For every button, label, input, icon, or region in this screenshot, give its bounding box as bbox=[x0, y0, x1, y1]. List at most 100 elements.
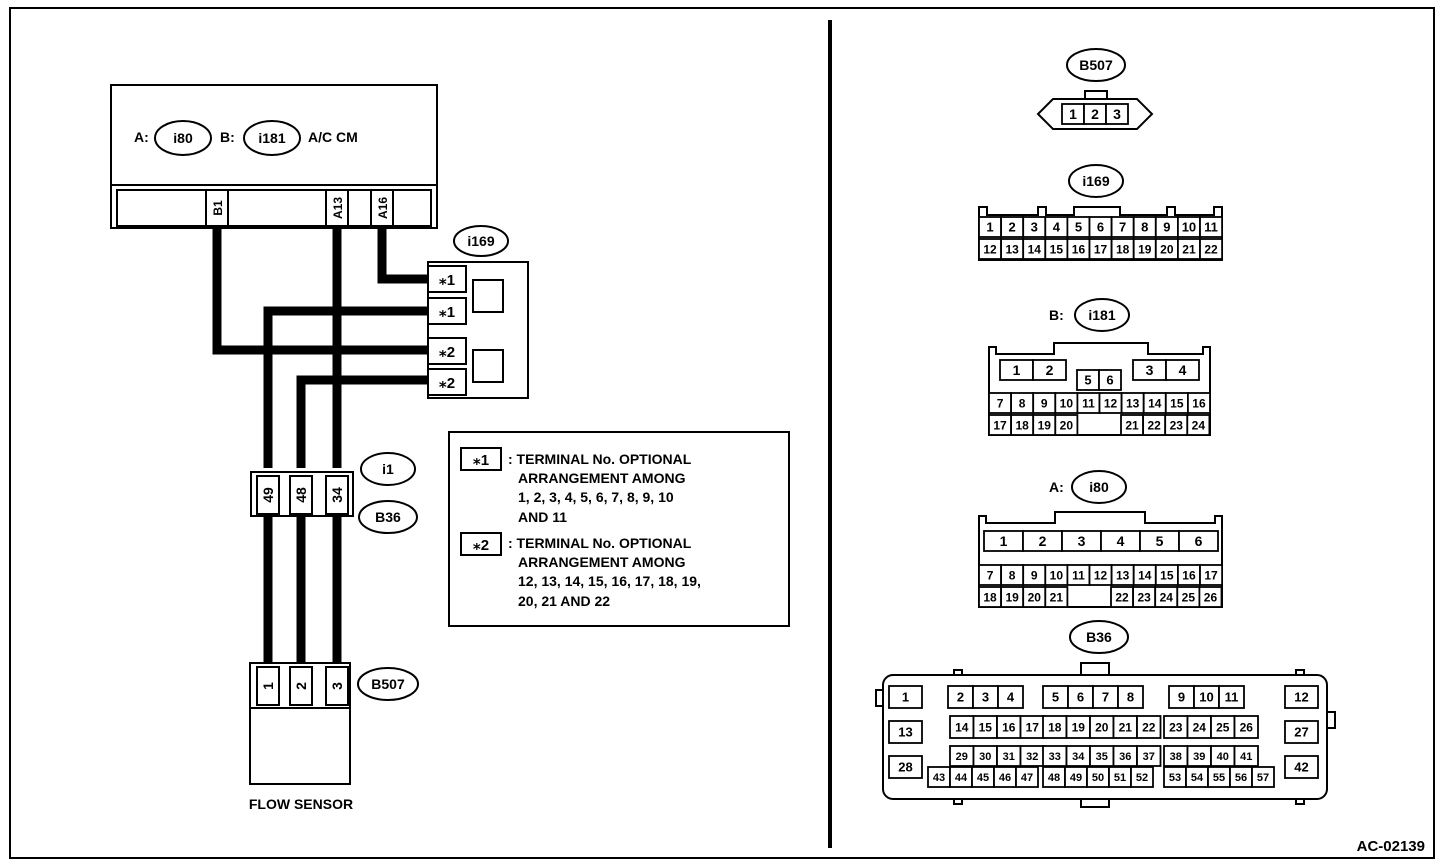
b36-pin-41: 41 bbox=[1240, 751, 1252, 763]
i181-pin-20: 20 bbox=[1060, 418, 1074, 432]
ac-control-module: A: i80 B: i181 A/C CM B1 A13 A16 bbox=[110, 84, 438, 229]
i181-pin-6-cell bbox=[1098, 369, 1122, 391]
sensor-pin-1: 1 bbox=[260, 682, 276, 690]
note1-line4: AND 11 bbox=[518, 509, 567, 525]
b36-pin-3: 3 bbox=[982, 690, 989, 705]
note2-line2: ARRANGEMENT AMONG bbox=[518, 554, 686, 570]
b36-pin-47-cell bbox=[1015, 766, 1039, 788]
i80-pin-21: 21 bbox=[1050, 590, 1064, 604]
i80-pin-7: 7 bbox=[987, 568, 994, 582]
b36-pin-32: 32 bbox=[1026, 751, 1038, 763]
i80-pin-2: 2 bbox=[1039, 533, 1047, 549]
b36-pin-5: 5 bbox=[1052, 690, 1059, 705]
i80-pin-13: 13 bbox=[1116, 568, 1130, 582]
wire-b1 bbox=[212, 228, 431, 355]
note1-line2: ARRANGEMENT AMONG bbox=[518, 470, 686, 486]
i169-pin-6: 6 bbox=[1097, 220, 1104, 235]
wires bbox=[212, 228, 431, 663]
b36-pin-24: 24 bbox=[1193, 720, 1207, 734]
b36-pin-55: 55 bbox=[1213, 772, 1225, 784]
b36-pin-8: 8 bbox=[1127, 690, 1134, 705]
i181-pin-5: 5 bbox=[1084, 373, 1091, 388]
i80-pin-11: 11 bbox=[1072, 568, 1085, 582]
b36-pin-28-cell bbox=[888, 755, 923, 779]
b36-pin-17: 17 bbox=[1026, 720, 1040, 734]
b36-pin-57: 57 bbox=[1257, 772, 1269, 784]
i181-pin-21: 21 bbox=[1125, 418, 1139, 432]
inline-pin-49: 49 bbox=[260, 487, 276, 503]
b36-pin-8-cell bbox=[1117, 685, 1144, 709]
outer-frame bbox=[9, 7, 1435, 859]
i169-pin-15: 15 bbox=[1050, 242, 1064, 256]
i80-pin-14: 14 bbox=[1138, 568, 1152, 582]
i169-pin-9: 9 bbox=[1163, 220, 1170, 235]
i181-pin-23: 23 bbox=[1170, 418, 1184, 432]
flow-sensor: 1 2 3 B507 FLOW SENSOR bbox=[249, 662, 419, 812]
note1-key: ⁎1 bbox=[473, 452, 489, 469]
joint-terminal-4: ⁎2 bbox=[439, 375, 455, 392]
i80-pin-19: 19 bbox=[1005, 590, 1019, 604]
i80-pin-17-cell bbox=[1199, 564, 1224, 586]
i169-pin-12: 12 bbox=[983, 242, 997, 256]
i80-pin-26: 26 bbox=[1204, 590, 1218, 604]
b36-pin-43: 43 bbox=[933, 772, 945, 784]
i80-pin-24: 24 bbox=[1160, 590, 1174, 604]
b36-pin-12: 12 bbox=[1294, 690, 1308, 705]
i169-view-label: i169 bbox=[1082, 173, 1109, 189]
sensor-pin-2: 2 bbox=[293, 682, 309, 690]
i169-pin-11-cell bbox=[1199, 216, 1224, 238]
b36-pin-41-cell bbox=[1233, 745, 1259, 767]
i181-pin-4: 4 bbox=[1179, 362, 1187, 378]
b36-pin-53: 53 bbox=[1169, 772, 1181, 784]
i80-pin-22: 22 bbox=[1115, 590, 1129, 604]
b36-pin-12-cell bbox=[1284, 685, 1319, 709]
b36-pin-25: 25 bbox=[1216, 720, 1230, 734]
b36-pin-4: 4 bbox=[1007, 690, 1015, 705]
note2-line1: : TERMINAL No. OPTIONAL bbox=[508, 535, 692, 551]
joint-terminal-2: ⁎1 bbox=[439, 304, 455, 321]
module-pin-a16: A16 bbox=[376, 197, 390, 219]
i181-pin-8: 8 bbox=[1019, 396, 1026, 410]
b36-pin-57-cell bbox=[1251, 766, 1275, 788]
i181-pin-10: 10 bbox=[1060, 396, 1074, 410]
i169-pin-22-cell bbox=[1199, 238, 1224, 260]
i169-pin-5: 5 bbox=[1075, 220, 1082, 235]
b36-pin-18: 18 bbox=[1048, 720, 1062, 734]
b36-pin-21: 21 bbox=[1119, 720, 1133, 734]
i181-pin-3: 3 bbox=[1146, 362, 1154, 378]
i181-pin-2: 2 bbox=[1046, 362, 1054, 378]
i80-view-prefix: A: bbox=[1049, 479, 1064, 495]
sensor-connector-label: B507 bbox=[371, 676, 405, 692]
connector-a-label: i80 bbox=[173, 130, 193, 146]
b507-pin-3: 3 bbox=[1113, 106, 1121, 122]
notes-box: ⁎1 : TERMINAL No. OPTIONAL ARRANGEMENT A… bbox=[448, 431, 790, 627]
b36-pin-2: 2 bbox=[957, 690, 964, 705]
note2-key: ⁎2 bbox=[473, 537, 489, 554]
b36-pin-4-cell bbox=[997, 685, 1024, 709]
i181-pin-12: 12 bbox=[1104, 396, 1118, 410]
i80-pin-4: 4 bbox=[1117, 533, 1125, 549]
i181-pin-2-cell bbox=[1032, 359, 1067, 381]
wire-to-49 bbox=[263, 306, 431, 468]
i80-view-label: i80 bbox=[1089, 479, 1109, 495]
i80-pin-23: 23 bbox=[1137, 590, 1151, 604]
i169-pin-21: 21 bbox=[1182, 242, 1196, 256]
b36-pin-22-cell bbox=[1136, 715, 1162, 739]
wire-a16 bbox=[377, 228, 431, 284]
b36-pin-10: 10 bbox=[1199, 690, 1213, 705]
b36-pin-47: 47 bbox=[1021, 772, 1033, 784]
b36-pin-31: 31 bbox=[1003, 751, 1015, 763]
i181-pin-22: 22 bbox=[1147, 418, 1161, 432]
i80-pin-5: 5 bbox=[1156, 533, 1164, 549]
b36-pin-56: 56 bbox=[1235, 772, 1247, 784]
i80-pin-21-cell bbox=[1044, 586, 1069, 608]
b36-pin-49: 49 bbox=[1070, 772, 1082, 784]
i80-pin-6-cell bbox=[1178, 530, 1219, 552]
b36-pin-13-cell bbox=[888, 720, 923, 744]
figure-id: AC-02139 bbox=[1357, 838, 1425, 855]
b36-pin-15: 15 bbox=[979, 720, 993, 734]
i181-pin-9: 9 bbox=[1041, 396, 1048, 410]
i181-pin-16-cell bbox=[1187, 392, 1211, 414]
i181-view-prefix: B: bbox=[1049, 307, 1064, 323]
